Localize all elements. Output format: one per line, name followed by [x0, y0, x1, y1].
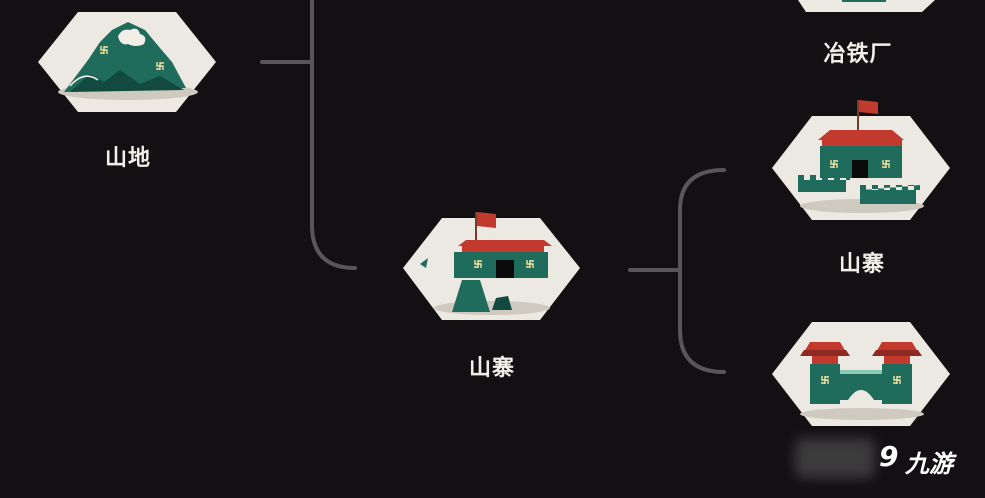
watermark-logo-icon: 9 [879, 440, 899, 473]
node-gate[interactable] [772, 322, 950, 426]
city-gate-tile-icon [800, 342, 924, 420]
connector-lines [260, 0, 726, 374]
label-fort-right: 山寨 [838, 252, 886, 277]
watermark: 9 九游 [795, 434, 965, 484]
node-smelter[interactable] [790, 0, 948, 12]
node-fort-right[interactable] [772, 100, 950, 220]
node-mountain[interactable] [38, 12, 216, 112]
watermark-blur [795, 438, 875, 478]
smelter-tile-icon [842, 0, 886, 2]
label-mountain: 山地 [104, 146, 152, 171]
fort-tile-icon [420, 212, 552, 315]
watermark-text: 九游 [905, 450, 953, 478]
hex-tile [798, 0, 935, 12]
mountain-tile-icon [58, 22, 198, 100]
node-fort-center[interactable] [403, 212, 580, 320]
walled-fort-tile-icon [798, 100, 924, 213]
label-fort-center: 山寨 [468, 356, 516, 381]
label-smelter: 冶铁厂 [823, 42, 893, 67]
